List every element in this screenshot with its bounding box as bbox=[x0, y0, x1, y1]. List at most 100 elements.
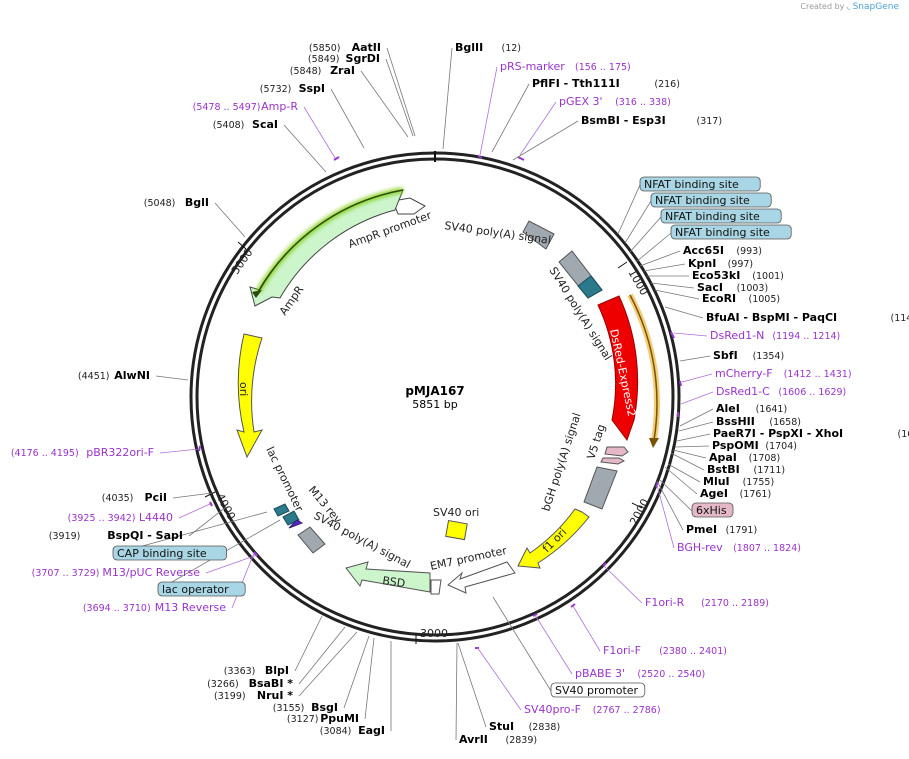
dsred-arrow[interactable] bbox=[597, 295, 639, 442]
site-label-sbfi[interactable]: SbfI(1354) bbox=[713, 349, 784, 362]
site-label-6xhis[interactable]: 6xHis bbox=[691, 502, 734, 518]
site-name-bgli: BglI bbox=[185, 196, 209, 209]
site-label-nfat2[interactable]: NFAT binding site bbox=[650, 192, 772, 208]
site-name-bgh-rev: BGH-rev bbox=[677, 541, 723, 554]
nfat-sites-block[interactable] bbox=[577, 275, 603, 299]
site-label-eco53ki[interactable]: Eco53kI(1001) bbox=[692, 269, 784, 282]
site-label-bfuai[interactable]: BfuAI - BspMI - PaqCI(1142) bbox=[706, 311, 909, 324]
site-label-scai[interactable]: ScaI(5408) bbox=[213, 118, 278, 131]
site-label-bgh-rev[interactable]: BGH-rev(1807 .. 1824) bbox=[677, 541, 801, 554]
site-position-pcii: (4035) bbox=[102, 493, 134, 504]
site-label-nrui[interactable]: NruI *(3199) bbox=[214, 689, 293, 702]
site-label-aatii[interactable]: AatII(5850) bbox=[309, 41, 381, 54]
bgh-polya-block[interactable] bbox=[583, 466, 618, 510]
credit-brand: SnapGene bbox=[852, 2, 899, 12]
m13-rev-block[interactable] bbox=[288, 519, 304, 529]
leader-line-sv40pro-f bbox=[476, 646, 522, 711]
site-label-agei[interactable]: AgeI(1761) bbox=[700, 487, 771, 500]
site-label-pspomi[interactable]: PspOMI(1704) bbox=[712, 439, 797, 452]
site-name-alei: AleI bbox=[716, 402, 740, 415]
site-label-nfat4[interactable]: NFAT binding site bbox=[670, 224, 792, 240]
site-label-pbr322ori-f[interactable]: pBR322ori-F(4176 .. 4195) bbox=[11, 446, 154, 459]
sv40-polya-block-1[interactable] bbox=[522, 220, 555, 250]
ori-arrow[interactable] bbox=[236, 333, 263, 459]
site-label-paer7i[interactable]: PaeR7I - PspXI - XhoI(1692) bbox=[713, 427, 909, 440]
site-label-saci[interactable]: SacI(1003) bbox=[697, 281, 768, 294]
site-label-pmei[interactable]: PmeI(1791) bbox=[686, 523, 757, 536]
site-label-sspi[interactable]: SspI(5732) bbox=[260, 82, 325, 95]
site-label-eagi[interactable]: EagI(3084) bbox=[320, 724, 385, 737]
em7-promoter-arrow[interactable] bbox=[447, 561, 516, 594]
site-label-cap[interactable]: CAP binding site bbox=[112, 545, 227, 561]
site-label-prs-marker[interactable]: pRS-marker(156 .. 175) bbox=[500, 60, 631, 73]
site-label-lacop[interactable]: lac operator bbox=[157, 581, 246, 597]
site-label-bglii[interactable]: BglII(12) bbox=[455, 41, 521, 54]
site-label-nfat1[interactable]: NFAT binding site bbox=[639, 176, 761, 192]
site-position-bspqi: (3919) bbox=[49, 531, 81, 542]
site-name-bsabi: BsaBI * bbox=[249, 677, 294, 690]
site-label-mlui[interactable]: MluI(1755) bbox=[703, 475, 774, 488]
site-label-ecori[interactable]: EcoRI(1005) bbox=[702, 292, 780, 305]
site-label-sv40pro-f[interactable]: SV40pro-F(2767 .. 2786) bbox=[524, 703, 661, 716]
bsd-arrow[interactable] bbox=[345, 561, 431, 593]
sv40-ori-block[interactable] bbox=[445, 519, 468, 541]
site-label-bsabi[interactable]: BsaBI *(3266) bbox=[207, 677, 293, 690]
site-label-sgrdi[interactable]: SgrDI(5849) bbox=[308, 52, 380, 65]
site-label-pbabe3[interactable]: pBABE 3'(2520 .. 2540) bbox=[575, 667, 705, 680]
site-label-bgli[interactable]: BglI(5048) bbox=[144, 196, 209, 209]
site-name-f1ori-f: F1ori-F bbox=[603, 644, 641, 657]
site-label-alei[interactable]: AleI (1641) bbox=[716, 402, 787, 415]
6xhis-block[interactable] bbox=[600, 457, 626, 465]
site-label-blpi[interactable]: BlpI(3363) bbox=[224, 664, 289, 677]
site-label-l4440[interactable]: L4440(3925 .. 3942) bbox=[68, 511, 173, 524]
plasmid-name: pMJA167 bbox=[405, 384, 464, 398]
site-label-bsgi[interactable]: BsgI(3155) bbox=[273, 701, 338, 714]
site-label-bspqi[interactable]: BspQI - SapI(3919) bbox=[49, 529, 183, 542]
feature-box-nfat1 bbox=[639, 176, 761, 192]
site-position-kpni: (997) bbox=[728, 259, 754, 270]
site-label-zrai[interactable]: ZraI(5848) bbox=[290, 64, 355, 77]
site-name-ppumi: PpuMI bbox=[320, 712, 359, 725]
site-name-mlui: MluI bbox=[703, 475, 730, 488]
site-label-bstbi[interactable]: BstBI(1711) bbox=[707, 463, 785, 476]
feature-label-sv40-polya-3: SV40 poly(A) signal bbox=[312, 509, 413, 571]
site-label-ppumi[interactable]: PpuMI(3127) bbox=[287, 712, 359, 725]
leader-line-amp-r bbox=[303, 106, 336, 159]
site-label-stui[interactable]: StuI(2838) bbox=[489, 720, 560, 733]
leader-line-blpi bbox=[294, 615, 323, 672]
site-label-f1ori-r[interactable]: F1ori-R(2170 .. 2189) bbox=[645, 596, 769, 609]
sv40-polya-block-3[interactable] bbox=[297, 526, 326, 554]
site-label-sv40prom-box[interactable]: SV40 promoter bbox=[550, 682, 646, 698]
site-label-alwni[interactable]: AlwNI(4451) bbox=[78, 369, 150, 382]
feature-box-nfat4 bbox=[670, 224, 792, 240]
site-label-acc65i[interactable]: Acc65I(993) bbox=[683, 244, 762, 257]
site-name-pcii: PciI bbox=[145, 491, 167, 504]
site-label-avrii[interactable]: AvrII(2839) bbox=[459, 733, 537, 746]
site-label-dsred1-c[interactable]: DsRed1-C(1606 .. 1629) bbox=[716, 385, 846, 398]
ampr-arrow[interactable] bbox=[249, 189, 404, 307]
site-label-pgex3[interactable]: pGEX 3'(316 .. 338) bbox=[559, 95, 671, 108]
site-position-stui: (2838) bbox=[529, 722, 561, 733]
site-label-dsred1-n[interactable]: DsRed1-N(1194 .. 1214) bbox=[710, 329, 840, 342]
site-name-bsmbi: BsmBI - Esp3I bbox=[581, 114, 666, 127]
site-label-mcherry-f[interactable]: mCherry-F(1412 .. 1431) bbox=[715, 367, 852, 380]
leader-line-prs-marker bbox=[479, 66, 498, 156]
feature-box-lacop bbox=[157, 581, 246, 597]
site-label-m13-rev[interactable]: M13 Reverse(3694 .. 3710) bbox=[83, 601, 226, 614]
cap-site-block[interactable] bbox=[273, 503, 290, 517]
site-position-alei: (1641) bbox=[756, 404, 788, 415]
site-label-f1ori-f[interactable]: F1ori-F(2380 .. 2401) bbox=[603, 644, 727, 657]
site-label-kpni[interactable]: KpnI(997) bbox=[688, 257, 753, 270]
site-label-bsmbi[interactable]: BsmBI - Esp3I(317) bbox=[581, 114, 722, 127]
site-name-l4440: L4440 bbox=[139, 511, 173, 524]
site-label-pcii[interactable]: PciI (4035) bbox=[102, 491, 167, 504]
site-label-bsshii[interactable]: BssHII(1658) bbox=[716, 415, 801, 428]
site-label-apai[interactable]: ApaI(1708) bbox=[709, 451, 780, 464]
site-label-nfat3[interactable]: NFAT binding site bbox=[660, 208, 782, 224]
leader-line-pgex3 bbox=[519, 101, 557, 156]
site-label-amp-r[interactable]: Amp-R(5478 .. 5497) bbox=[193, 100, 299, 113]
site-label-pflfi[interactable]: PflFI - Tth111I(216) bbox=[532, 77, 680, 90]
f1-ori-arrow[interactable] bbox=[517, 508, 590, 569]
site-label-m13-puc[interactable]: M13/pUC Reverse(3707 .. 3729) bbox=[32, 566, 201, 579]
v5-tag-block[interactable] bbox=[604, 446, 629, 457]
